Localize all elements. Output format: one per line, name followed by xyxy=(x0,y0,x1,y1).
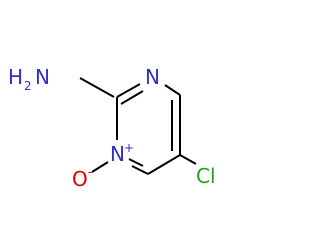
oxide-charge-label: - xyxy=(88,165,92,179)
bond-c6-n1 xyxy=(131,165,149,175)
amine-h-label: H xyxy=(8,65,23,89)
oxide-o-label: O xyxy=(72,167,88,191)
bond-n3-c4 xyxy=(164,84,181,96)
bond-c2-n3 xyxy=(116,83,141,98)
bond-c6-n1-double xyxy=(128,158,144,167)
bond-c2-n3-double xyxy=(120,90,144,105)
bond-n1-o xyxy=(91,161,109,173)
amine-n-label: N xyxy=(35,65,50,89)
molecule-structure: H 2 N N N + O - Cl xyxy=(8,65,216,191)
bonds xyxy=(79,77,197,175)
chlorine-label: Cl xyxy=(196,164,216,188)
amine-subscript-label: 2 xyxy=(24,79,32,93)
atoms: H 2 N N N + O - Cl xyxy=(8,65,216,191)
n1-charge-label: + xyxy=(124,141,134,155)
bond-c5-c6 xyxy=(147,154,181,175)
bond-c5-cl xyxy=(179,154,197,165)
ring-n3-label: N xyxy=(145,65,160,89)
ring-n1-label: N xyxy=(110,142,125,166)
bond-amine-c2 xyxy=(79,77,115,98)
